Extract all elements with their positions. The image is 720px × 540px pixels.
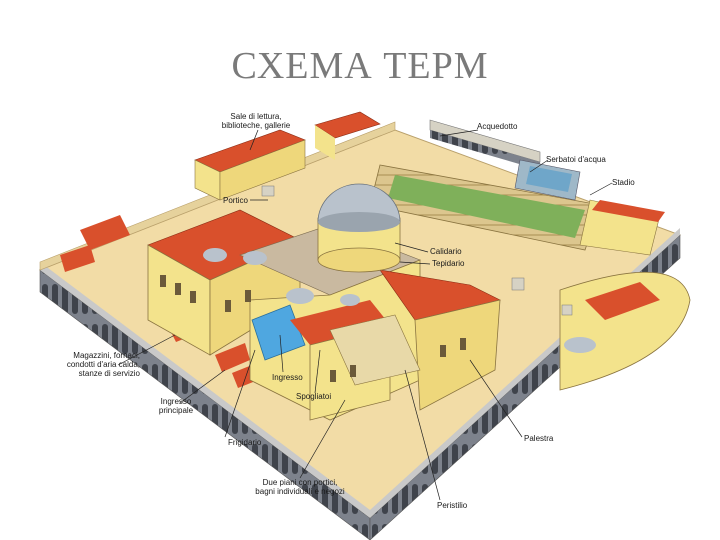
label-caldarium: Calidario (430, 247, 462, 256)
label-peristyle: Peristilio (437, 501, 467, 510)
label-main-entrance: Ingresso principale (146, 397, 206, 415)
label-water-tanks: Serbatoi d'acqua (546, 155, 606, 164)
label-reading-halls: Sale di lettura, biblioteche, gallerie (216, 112, 296, 130)
label-tepidarium: Tepidario (432, 259, 464, 268)
label-changing-rooms: Spogliatoi (296, 392, 331, 401)
label-stadium: Stadio (612, 178, 635, 187)
label-palaestra: Palestra (524, 434, 553, 443)
label-portico: Portico (223, 196, 248, 205)
label-two-floors: Due piani con portici, bagni individuali… (235, 478, 365, 496)
caldarium-dome (318, 184, 400, 272)
label-frigidarium: Frigidario (228, 438, 261, 447)
label-service-rooms: Magazzini, fornaci, condotti d'aria cald… (30, 351, 140, 378)
right-exedra (560, 272, 690, 390)
label-entrance: Ingresso (272, 373, 303, 382)
label-aqueduct: Acquedotto (477, 122, 517, 131)
